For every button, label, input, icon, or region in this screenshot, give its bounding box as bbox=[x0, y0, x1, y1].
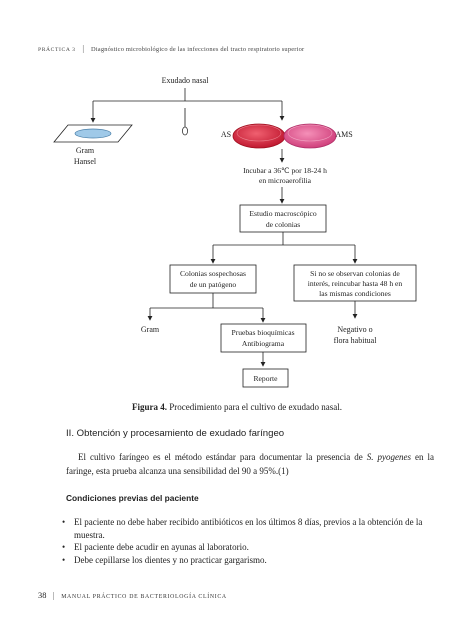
biochem-line-1: Pruebas bioquímicas bbox=[231, 328, 294, 337]
book-title: MANUAL PRÁCTICO DE BACTERIOLOGÍA CLÍNICA bbox=[61, 594, 227, 600]
species-name: S. pyogenes bbox=[366, 452, 412, 462]
reincubate-line-1: Si no se observan colonias de bbox=[310, 269, 400, 278]
list-item: •El paciente debe acudir en ayunas al la… bbox=[62, 542, 249, 553]
conditions-heading: Condiciones previas del paciente bbox=[66, 493, 199, 503]
macro-line-1: Estudio macroscópico bbox=[249, 209, 316, 218]
bullet-icon: • bbox=[62, 542, 66, 553]
figure-caption-text: Procedimiento para el cultivo de exudado… bbox=[167, 402, 342, 412]
list-item: •El paciente no debe haber recibido anti… bbox=[62, 517, 423, 540]
incubate-line-2: en microaerofilia bbox=[259, 176, 312, 185]
bullet-icon: • bbox=[62, 517, 66, 527]
header-separator: | bbox=[82, 44, 85, 53]
header-title: Diagnóstico microbiológico de las infecc… bbox=[91, 46, 305, 53]
flow-diagram: Exudado nasal Gram Hansel AS AMS Incubar… bbox=[53, 76, 417, 388]
running-header: PRÁCTICA 3 | Diagnóstico microbiológico … bbox=[38, 44, 304, 53]
plate-as-label: AS bbox=[221, 130, 231, 139]
paragraph-part-1: El cultivo faríngeo es el método estánda… bbox=[78, 452, 367, 462]
plate-as-icon bbox=[232, 123, 286, 149]
plate-ams-icon bbox=[283, 123, 337, 149]
incubate-line-1: Incubar a 36℃ por 18-24 h bbox=[243, 166, 327, 175]
practice-label: PRÁCTICA 3 bbox=[38, 47, 76, 53]
reincubate-line-2: interés, reincubar hasta 48 h en bbox=[308, 279, 403, 288]
slide-label-gram: Gram bbox=[76, 146, 95, 155]
swab-icon bbox=[181, 108, 188, 136]
bullet-icon: • bbox=[62, 554, 66, 565]
plate-ams-label: AMS bbox=[335, 130, 352, 139]
suspect-line-1: Colonias sospechosas bbox=[180, 269, 246, 278]
suspect-colonies-box bbox=[169, 264, 257, 294]
gram-label: Gram bbox=[141, 325, 160, 334]
slide-icon bbox=[53, 124, 133, 143]
body-paragraph: El cultivo faríngeo es el método estánda… bbox=[66, 450, 434, 478]
suspect-line-2: de un patógeno bbox=[190, 280, 237, 289]
negative-line-2: flora habitual bbox=[334, 336, 378, 345]
page-number: 38 bbox=[38, 591, 47, 600]
negative-line-1: Negativo o bbox=[337, 325, 372, 334]
biochem-line-2: Antibiograma bbox=[242, 339, 285, 348]
list-item: •Debe cepillarse los dientes y no practi… bbox=[62, 554, 267, 565]
conditions-list: •El paciente no debe haber recibido anti… bbox=[62, 516, 434, 566]
reincubate-line-3: las mismas condiciones bbox=[319, 289, 391, 298]
report-label: Reporte bbox=[253, 374, 278, 383]
source-label: Exudado nasal bbox=[162, 76, 210, 85]
reincubate-box bbox=[293, 264, 417, 302]
figure-caption: Figura 4. Procedimiento para el cultivo … bbox=[0, 402, 474, 412]
figure-label: Figura 4. bbox=[132, 402, 168, 412]
section-heading: II. Obtención y procesamiento de exudado… bbox=[66, 428, 285, 439]
slide-label-hansel: Hansel bbox=[74, 157, 97, 166]
macro-line-2: de colonias bbox=[266, 220, 300, 229]
report-box bbox=[242, 368, 289, 388]
page-footer: 38 | MANUAL PRÁCTICO DE BACTERIOLOGÍA CL… bbox=[38, 591, 227, 600]
biochem-box bbox=[220, 323, 307, 353]
paragraph-part-2: en la faringe, esta prueba alcanza una s… bbox=[66, 452, 434, 476]
footer-separator: | bbox=[52, 591, 55, 600]
